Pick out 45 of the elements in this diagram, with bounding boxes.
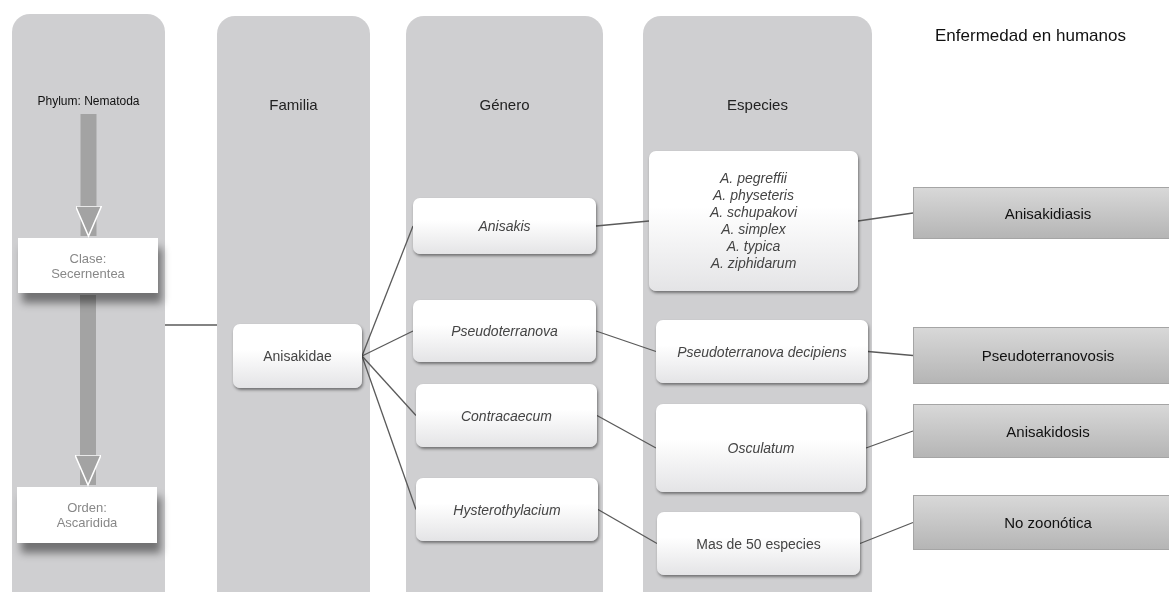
column-heading: Género	[478, 96, 531, 113]
connector-line	[865, 430, 914, 449]
disease-box: No zoonótica	[913, 495, 1169, 550]
rank-text: Phylum: Nematoda	[17, 90, 160, 112]
connector-line	[164, 324, 218, 326]
taxon-card: Anisakis	[413, 198, 596, 254]
connector-line	[361, 355, 417, 417]
rank-box: Clase: Secernentea	[18, 238, 158, 293]
taxon-card: Hysterothylacium	[416, 478, 598, 541]
column-panel	[643, 16, 872, 592]
connector-line	[867, 350, 914, 357]
disease-box: Anisakidiasis	[913, 187, 1169, 239]
connector-line	[857, 212, 914, 222]
species-name: A. ziphidarum	[710, 255, 797, 273]
down-arrow	[74, 295, 102, 486]
column-heading: Enfermedad en humanos	[935, 26, 1126, 46]
taxon-card	[649, 151, 858, 291]
connector-line	[361, 225, 414, 357]
down-arrow	[74, 114, 103, 237]
taxon-card: Pseudoterranova decipiens	[656, 320, 868, 383]
column-heading: Familia	[268, 96, 319, 113]
column-panel	[406, 16, 603, 592]
column-panel	[12, 14, 165, 592]
disease-box: Pseudoterranovosis	[913, 327, 1169, 384]
connector-line	[361, 355, 417, 511]
taxon-card: Osculatum	[656, 404, 866, 492]
disease-box: Anisakidosis	[913, 404, 1169, 458]
taxon-card: Pseudoterranova	[413, 300, 596, 362]
species-name: A. pegreffii	[720, 169, 787, 187]
species-name: A. simplex	[721, 221, 786, 239]
taxon-card: Mas de 50 especies	[657, 512, 860, 575]
taxon-card: Contracaecum	[416, 384, 597, 447]
species-name: A. typica	[726, 238, 781, 256]
connector-line	[597, 508, 658, 545]
species-name: A. physeteris	[713, 186, 794, 204]
connector-line	[859, 521, 914, 545]
species-name: A. schupakovi	[709, 203, 798, 221]
connector-line	[596, 414, 657, 449]
column-panel	[217, 16, 370, 592]
taxon-card: Anisakidae	[233, 324, 362, 388]
connector-line	[595, 220, 650, 227]
column-heading: Especies	[726, 96, 789, 113]
connector-line	[361, 330, 414, 357]
rank-box: Orden: Ascaridida	[17, 487, 157, 543]
connector-line	[595, 330, 657, 353]
